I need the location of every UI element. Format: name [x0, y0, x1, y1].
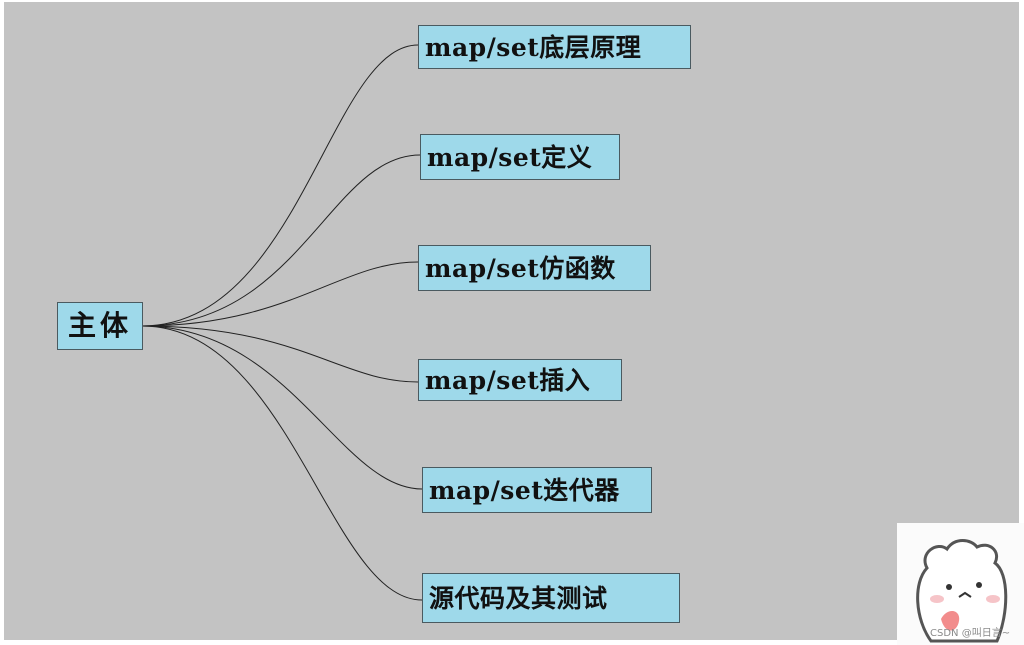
child-node-iterator[interactable]: map/set迭代器 — [422, 467, 652, 513]
child-node-label: map/set插入 — [425, 365, 591, 395]
child-node-label: 源代码及其测试 — [429, 583, 608, 613]
edge-root-to-child-4 — [141, 325, 419, 383]
child-node-insert[interactable]: map/set插入 — [418, 359, 622, 401]
root-node-label: 主体 — [67, 309, 132, 342]
edge-root-to-child-6 — [141, 325, 423, 601]
watermark: CSDN @叫日言~ — [930, 628, 1011, 639]
child-node-functor[interactable]: map/set仿函数 — [418, 245, 651, 291]
child-node-label: map/set仿函数 — [425, 253, 616, 283]
edge-root-to-child-1 — [141, 44, 419, 327]
cartoon-bear-sticker-icon — [897, 523, 1024, 645]
child-node-label: map/set定义 — [427, 142, 593, 172]
child-node-label: map/set迭代器 — [429, 475, 620, 505]
child-node-definition[interactable]: map/set定义 — [420, 134, 620, 180]
edge-root-to-child-5 — [141, 325, 423, 490]
child-node-source-code-and-tests[interactable]: 源代码及其测试 — [422, 573, 680, 623]
edge-root-to-child-3 — [141, 261, 419, 327]
child-node-underlying-principle[interactable]: map/set底层原理 — [418, 25, 691, 69]
mindmap-canvas — [4, 2, 1019, 640]
root-node[interactable]: 主体 — [57, 302, 143, 350]
edge-root-to-child-2 — [141, 154, 421, 327]
child-node-label: map/set底层原理 — [425, 32, 642, 62]
